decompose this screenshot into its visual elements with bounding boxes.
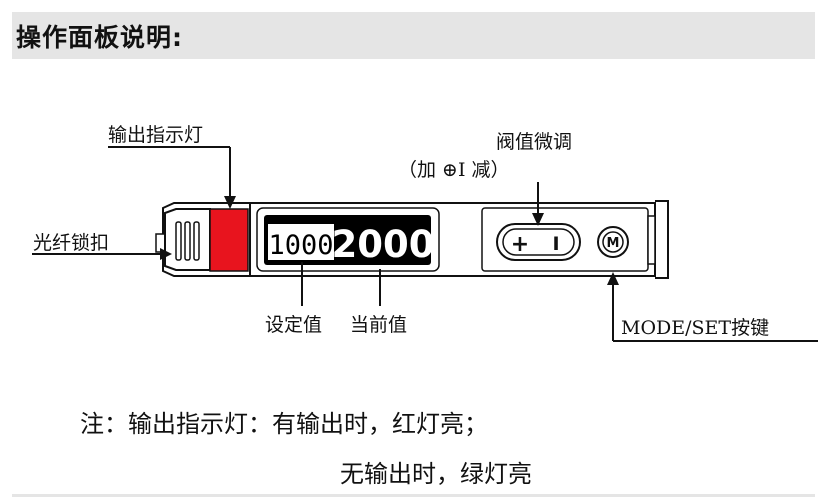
- mode-set-button[interactable]: [597, 226, 629, 258]
- adjust-plus-glyph: +: [511, 232, 529, 257]
- threshold-adjust-label: 阀值微调: [496, 131, 573, 153]
- fiber-lock[interactable]: [155, 208, 211, 271]
- mode-set-label: MODE/SET按键: [621, 317, 770, 339]
- output-indicator-label: 输出指示灯: [108, 124, 204, 146]
- mode-glyph: M: [607, 236, 620, 251]
- header-bar: 操作面板说明:: [12, 12, 815, 59]
- threshold-adjust-leader: [532, 182, 544, 226]
- output-indicator-leader: [108, 146, 236, 209]
- set-value-label: 设定值: [265, 314, 323, 336]
- note-line-2: 无输出时，绿灯亮: [340, 460, 532, 488]
- fiber-lock-leader: [32, 248, 172, 260]
- display-set-value: 1000: [268, 230, 333, 261]
- display-panel: [256, 207, 440, 272]
- page-title: 操作面板说明:: [16, 23, 183, 52]
- threshold-adjust-button[interactable]: [496, 223, 581, 261]
- adjust-minus-glyph: I: [552, 233, 559, 255]
- display-current-value: 2000: [332, 223, 435, 266]
- output-indicator-light: [209, 208, 249, 272]
- fiber-lock-label: 光纤锁扣: [33, 232, 110, 254]
- current-value-label: 当前值: [350, 314, 408, 336]
- mode-set-leader: [607, 272, 818, 342]
- bottom-rule: [12, 494, 815, 497]
- threshold-adjust-sub-label: （加 ⊕I 减）: [398, 159, 510, 181]
- note-line-1: 注：输出指示灯：有输出时，红灯亮；: [80, 410, 488, 438]
